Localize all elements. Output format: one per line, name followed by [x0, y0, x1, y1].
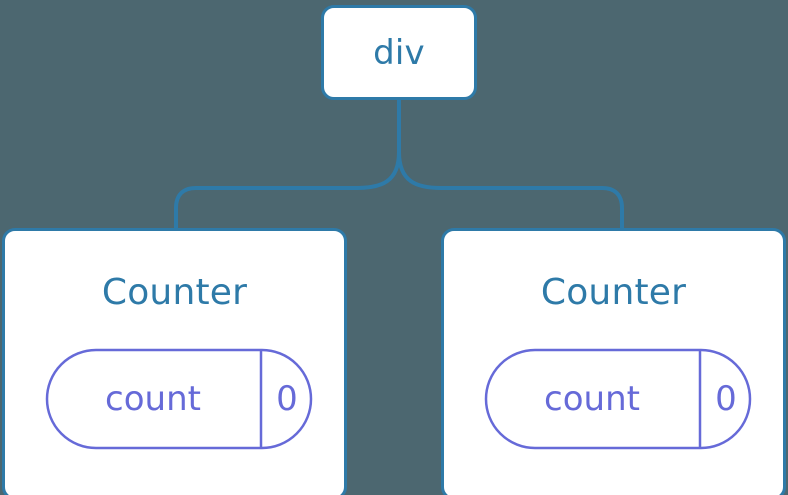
state-pill-shape [45, 348, 313, 450]
node-component-label: Counter [540, 272, 687, 313]
node-component-counter-right[interactable]: Counter count 0 [441, 228, 786, 495]
state-key-label: count [544, 379, 640, 419]
state-pill-shape [484, 348, 752, 450]
state-pill-right[interactable]: count 0 [484, 348, 752, 450]
connector-edge-left [174, 151, 401, 230]
connector-edge-right [397, 151, 624, 230]
node-component-counter-left[interactable]: Counter count 0 [2, 228, 347, 495]
state-pill-left[interactable]: count 0 [45, 348, 313, 450]
state-key-label: count [105, 379, 201, 419]
node-root-div[interactable]: div [321, 5, 477, 100]
state-value-label: 0 [715, 379, 737, 419]
node-root-label: div [373, 32, 425, 73]
state-value-label: 0 [276, 379, 298, 419]
node-component-label: Counter [101, 272, 248, 313]
